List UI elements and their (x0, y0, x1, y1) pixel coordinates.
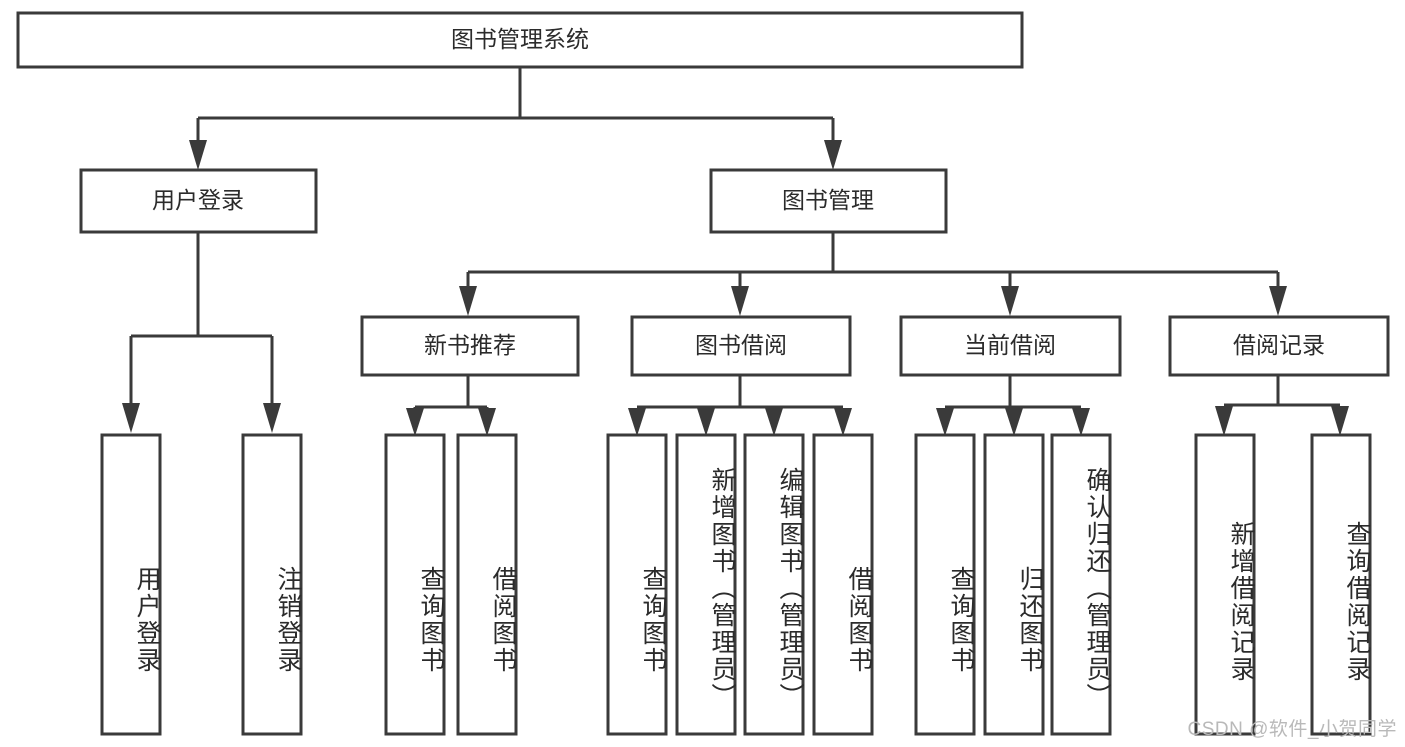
connector-current-borrow-to-leaves (936, 375, 1090, 436)
arrow-head-leaf-borrow-book-2 (834, 408, 852, 436)
leaf-edit-book-box[interactable] (743, 433, 805, 736)
connector-book-management-to-level3 (459, 232, 1287, 316)
leaf-user-logout-box[interactable] (241, 433, 303, 736)
arrow-head-leaf-user-login (122, 403, 140, 433)
leaf-user-login-box[interactable] (100, 433, 162, 736)
node-current-borrow-label: 当前借阅 (964, 332, 1056, 358)
node-user-login-box[interactable] (79, 168, 318, 234)
arrow-head-user-login (189, 140, 207, 170)
leaf-return-book-box[interactable] (983, 433, 1045, 736)
arrow-head-leaf-return-book (1005, 408, 1023, 436)
node-book-management[interactable]: 图书管理 (709, 168, 948, 234)
arrow-head-leaf-add-record (1215, 406, 1233, 436)
node-book-borrow[interactable]: 图书借阅 (630, 315, 852, 377)
node-new-book-recommend-box[interactable] (360, 315, 580, 377)
node-new-book-recommend-label: 新书推荐 (424, 332, 516, 358)
leaf-query-book-2-box[interactable] (606, 433, 668, 736)
connector-root-to-level2 (189, 67, 842, 170)
connector-borrow-record-to-leaves (1215, 375, 1349, 436)
arrow-head-leaf-borrow-book-1 (478, 408, 496, 436)
node-book-borrow-label: 图书借阅 (695, 332, 787, 358)
arrow-head-leaf-edit-book (765, 408, 783, 436)
leaf-add-book-box[interactable] (675, 433, 737, 736)
leaf-add-record-box[interactable] (1194, 433, 1256, 736)
connector-book-borrow-to-leaves (628, 375, 852, 436)
arrow-head-leaf-query-book-3 (936, 408, 954, 436)
leaf-borrow-book-1-box[interactable] (456, 433, 518, 736)
arrow-head-leaf-query-book-1 (406, 408, 424, 436)
arrow-head-leaf-user-logout (263, 403, 281, 433)
leaf-query-record-box[interactable] (1310, 433, 1372, 736)
arrow-head-leaf-confirm-return (1072, 408, 1090, 436)
connector-user-login-to-leaves (122, 232, 281, 433)
node-current-borrow[interactable]: 当前借阅 (899, 315, 1122, 377)
node-user-login[interactable]: 用户登录 (79, 168, 318, 234)
arrow-head-leaf-query-record (1331, 406, 1349, 436)
node-new-book-recommend[interactable]: 新书推荐 (360, 315, 580, 377)
leaf-borrow-book-2-box[interactable] (812, 433, 874, 736)
arrow-head-book-management (824, 140, 842, 170)
arrow-head-book-borrow (731, 286, 749, 316)
node-user-login-label: 用户登录 (152, 187, 244, 213)
node-borrow-record-label: 借阅记录 (1233, 332, 1325, 358)
csdn-watermark: CSDN @软件_小贺同学 (1187, 719, 1397, 740)
leaf-confirm-return-box[interactable] (1050, 433, 1112, 736)
node-borrow-record-box[interactable] (1168, 315, 1390, 377)
leaf-query-book-1-box[interactable] (384, 433, 446, 736)
node-root-label: 图书管理系统 (451, 26, 589, 52)
node-root-box[interactable] (16, 11, 1024, 69)
arrow-head-leaf-query-book-2 (628, 408, 646, 436)
arrow-head-borrow-record (1269, 286, 1287, 316)
arrow-head-new-book-recommend (459, 286, 477, 316)
leaf-boxes (100, 433, 1372, 736)
arrow-head-leaf-add-book (697, 408, 715, 436)
node-book-management-label: 图书管理 (782, 187, 874, 213)
node-root[interactable]: 图书管理系统 (16, 11, 1024, 69)
connector-new-book-recommend-to-leaves (406, 375, 496, 436)
node-borrow-record[interactable]: 借阅记录 (1168, 315, 1390, 377)
leaf-query-book-3-box[interactable] (914, 433, 976, 736)
arrow-head-current-borrow (1001, 286, 1019, 316)
node-current-borrow-box[interactable] (899, 315, 1122, 377)
node-book-borrow-box[interactable] (630, 315, 852, 377)
node-book-management-box[interactable] (709, 168, 948, 234)
